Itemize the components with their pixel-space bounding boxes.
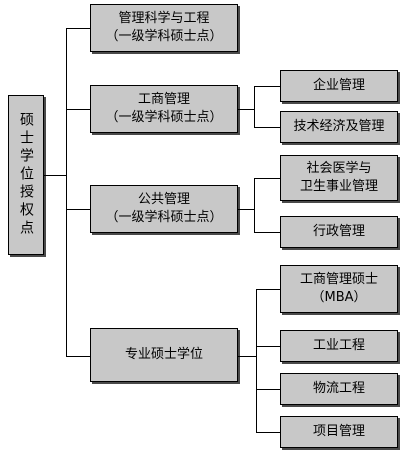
connector-b4: [238, 356, 256, 357]
branch-business-admin: 工商管理 （一级学科硕士点）: [90, 85, 238, 133]
leaf-logistics-eng: 物流工程: [280, 373, 398, 405]
leaf-line2: 卫生事业管理: [299, 179, 378, 194]
connector-b2-c2: [254, 127, 280, 128]
connector-branch-4: [66, 356, 90, 357]
connector-b4-c2: [256, 346, 280, 347]
leaf-industrial-eng: 工业工程: [280, 330, 398, 362]
connector-b3-c1: [254, 178, 280, 179]
leaf-admin-mgmt: 行政管理: [280, 216, 398, 248]
connector-branch-2: [66, 109, 90, 110]
connector-b4-c1: [256, 289, 280, 290]
leaf-mba: 工商管理硕士 （MBA）: [280, 265, 398, 313]
branch-line1: 工商管理: [137, 92, 190, 107]
branch-line1: 公共管理: [137, 192, 190, 207]
leaf-project-mgmt: 项目管理: [280, 416, 398, 448]
connector-root: [44, 175, 66, 176]
connector-b3: [238, 209, 254, 210]
root-node: 硕士学位授权点: [8, 95, 44, 255]
connector-b2-vertical: [254, 86, 255, 127]
leaf-social-medicine: 社会医学与 卫生事业管理: [280, 155, 398, 201]
branch-professional-masters: 专业硕士学位: [90, 328, 238, 382]
leaf-tech-economics: 技术经济及管理: [280, 111, 398, 143]
branch-line2: （一级学科硕士点）: [105, 210, 223, 225]
connector-b4-c4: [256, 432, 280, 433]
branch-mgmt-science: 管理科学与工程 （一级学科硕士点）: [90, 4, 238, 52]
connector-branch-3: [66, 209, 90, 210]
leaf-line1: 社会医学与: [306, 161, 372, 176]
connector-b3-vertical: [254, 178, 255, 232]
leaf-line1: 工商管理硕士: [299, 272, 378, 287]
branch-line2: （一级学科硕士点）: [105, 29, 223, 44]
connector-trunk: [66, 28, 67, 356]
leaf-enterprise-mgmt: 企业管理: [280, 70, 398, 102]
connector-branch-1: [66, 28, 90, 29]
branch-line1: 管理科学与工程: [118, 11, 210, 26]
connector-b2-c1: [254, 86, 280, 87]
leaf-line2: （MBA）: [311, 290, 367, 305]
branch-public-admin: 公共管理 （一级学科硕士点）: [90, 185, 238, 233]
branch-line2: （一级学科硕士点）: [105, 110, 223, 125]
connector-b3-c2: [254, 232, 280, 233]
branch-line1: 专业硕士学位: [124, 347, 203, 362]
connector-b4-c3: [256, 389, 280, 390]
connector-b2: [238, 109, 254, 110]
connector-b4-vertical: [256, 289, 257, 432]
